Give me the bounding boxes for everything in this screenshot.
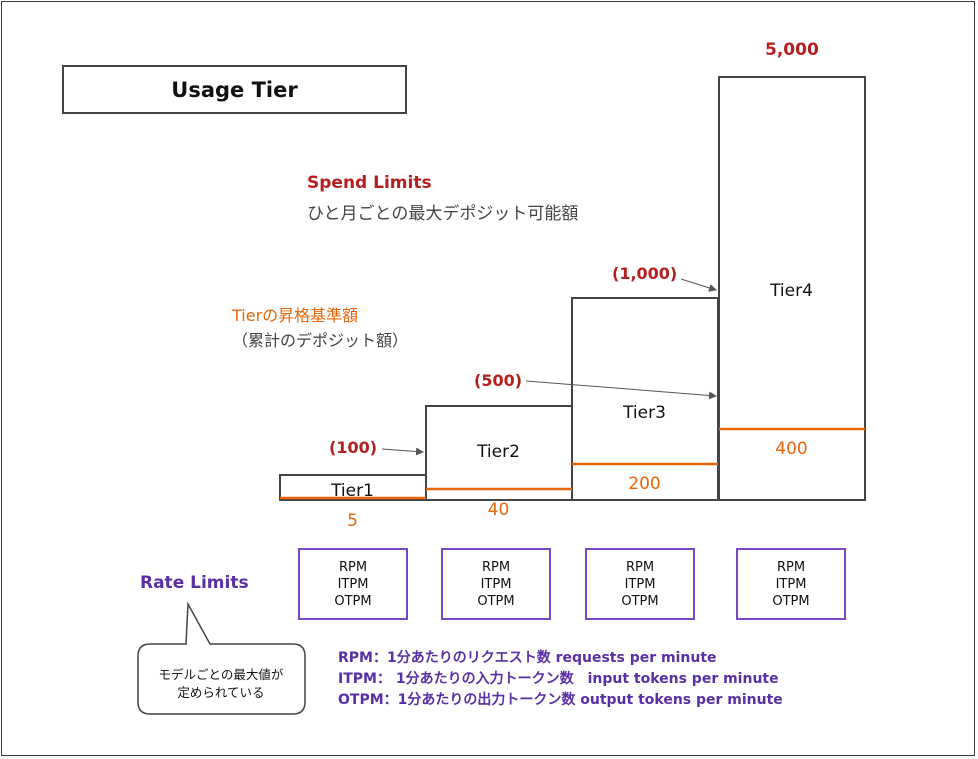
legend-rpm: RPM：1分あたりのリクエスト数 requests per minute bbox=[338, 650, 717, 666]
tier2-threshold-label: (500) bbox=[474, 371, 523, 390]
speech-bubble-text: モデルごとの最大値が 定められている bbox=[138, 656, 304, 712]
spend-limits-heading: Spend Limits bbox=[307, 173, 432, 193]
rate-box-line: OTPM bbox=[477, 593, 515, 609]
tier4-bar bbox=[718, 76, 866, 501]
rate-box-line: RPM bbox=[481, 559, 511, 575]
rate-box-line: RPM bbox=[625, 559, 655, 575]
tier4-rate-value: 400 bbox=[775, 439, 808, 459]
rate-box-line: OTPM bbox=[334, 593, 372, 609]
rate-box-line: OTPM bbox=[772, 593, 810, 609]
tier1-label: Tier1 bbox=[331, 481, 374, 501]
speech-bubble bbox=[137, 601, 306, 715]
legend-otpm: OTPM：1分あたりの出力トークン数 output tokens per min… bbox=[338, 692, 783, 708]
rate-limits-heading: Rate Limits bbox=[140, 573, 249, 593]
threshold-arrow-tier3 bbox=[525, 380, 717, 400]
tier1-rate-box: RPM ITPM OTPM bbox=[298, 548, 408, 620]
rate-box-line: ITPM bbox=[624, 576, 656, 592]
tier3-bar bbox=[571, 297, 719, 501]
threshold-arrow-tier4 bbox=[680, 278, 717, 292]
legend-itpm: ITPM： 1分あたりの入力トークン数 input tokens per min… bbox=[338, 671, 779, 687]
tier4-rate-box: RPM ITPM OTPM bbox=[736, 548, 846, 620]
tier3-rate-value: 200 bbox=[628, 474, 661, 494]
tier2-rate-value: 40 bbox=[487, 500, 510, 520]
tier-threshold-heading: Tierの昇格基準額 bbox=[232, 306, 359, 325]
tier4-spend-label: 5,000 bbox=[765, 40, 819, 60]
tier3-label: Tier3 bbox=[623, 403, 666, 423]
rate-box-line: OTPM bbox=[621, 593, 659, 609]
rate-box-line: ITPM bbox=[337, 576, 369, 592]
tier-threshold-description: （累計のデポジット額） bbox=[232, 331, 409, 350]
tier2-rate-box: RPM ITPM OTPM bbox=[441, 548, 551, 620]
tier3-threshold-label: (1,000) bbox=[612, 264, 678, 283]
rate-box-line: RPM bbox=[776, 559, 806, 575]
rate-box-line: ITPM bbox=[480, 576, 512, 592]
tier2-label: Tier2 bbox=[477, 442, 520, 462]
threshold-arrow-tier2 bbox=[381, 447, 424, 456]
spend-limits-description: ひと月ごとの最大デポジット可能額 bbox=[307, 204, 579, 224]
bubble-line: 定められている bbox=[177, 685, 265, 700]
tier1-rate-value: 5 bbox=[347, 511, 358, 531]
page-title: Usage Tier bbox=[62, 65, 407, 114]
bubble-line: モデルごとの最大値が bbox=[158, 667, 284, 682]
tier4-label: Tier4 bbox=[770, 281, 813, 301]
tier3-rate-box: RPM ITPM OTPM bbox=[585, 548, 695, 620]
rate-box-line: ITPM bbox=[775, 576, 807, 592]
tier1-threshold-label: (100) bbox=[329, 438, 378, 457]
rate-box-line: RPM bbox=[338, 559, 368, 575]
